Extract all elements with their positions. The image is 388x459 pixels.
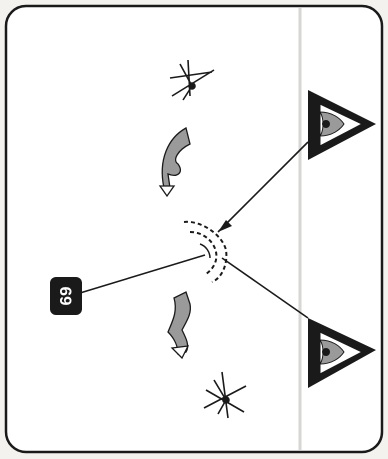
- figure-number-label: 69: [50, 277, 82, 315]
- figure-number-text: 69: [57, 287, 76, 306]
- diagram-panel: [6, 6, 382, 452]
